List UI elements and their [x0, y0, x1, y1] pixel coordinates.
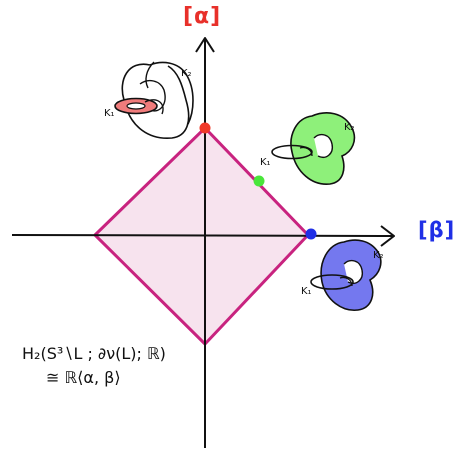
- x-axis: [11, 234, 394, 237]
- alpha-vertex-dot: [199, 122, 211, 134]
- knot-bottom-right-k1-label: K₁: [301, 286, 312, 297]
- knot-bottom-right: [310, 239, 382, 311]
- homology-formula-line2: ≅ ℝ⟨α, β⟩: [46, 368, 121, 387]
- knot-top-right-k1-label: K₁: [260, 157, 271, 168]
- beta-axis-label: [β]: [418, 218, 456, 242]
- knot-top-left-k2-label: K₂: [181, 68, 192, 79]
- knot-top-right: [271, 112, 356, 185]
- knot-bottom-right-k2-label: K₂: [373, 250, 384, 261]
- homology-formula-line1: H₂(S³∖L ; ∂ν(L); ℝ): [22, 344, 166, 363]
- y-axis-arrowhead: [195, 37, 215, 53]
- alpha-axis-label: [α]: [183, 4, 222, 29]
- beta-vertex-dot: [305, 228, 317, 240]
- knot-top-right-k2-label: K₂: [344, 122, 355, 133]
- midpoint-dot: [253, 175, 265, 187]
- knot-top-left-k1-label: K₁: [104, 108, 115, 119]
- x-axis-arrowhead: [380, 225, 395, 247]
- knot-top-left: [114, 61, 194, 139]
